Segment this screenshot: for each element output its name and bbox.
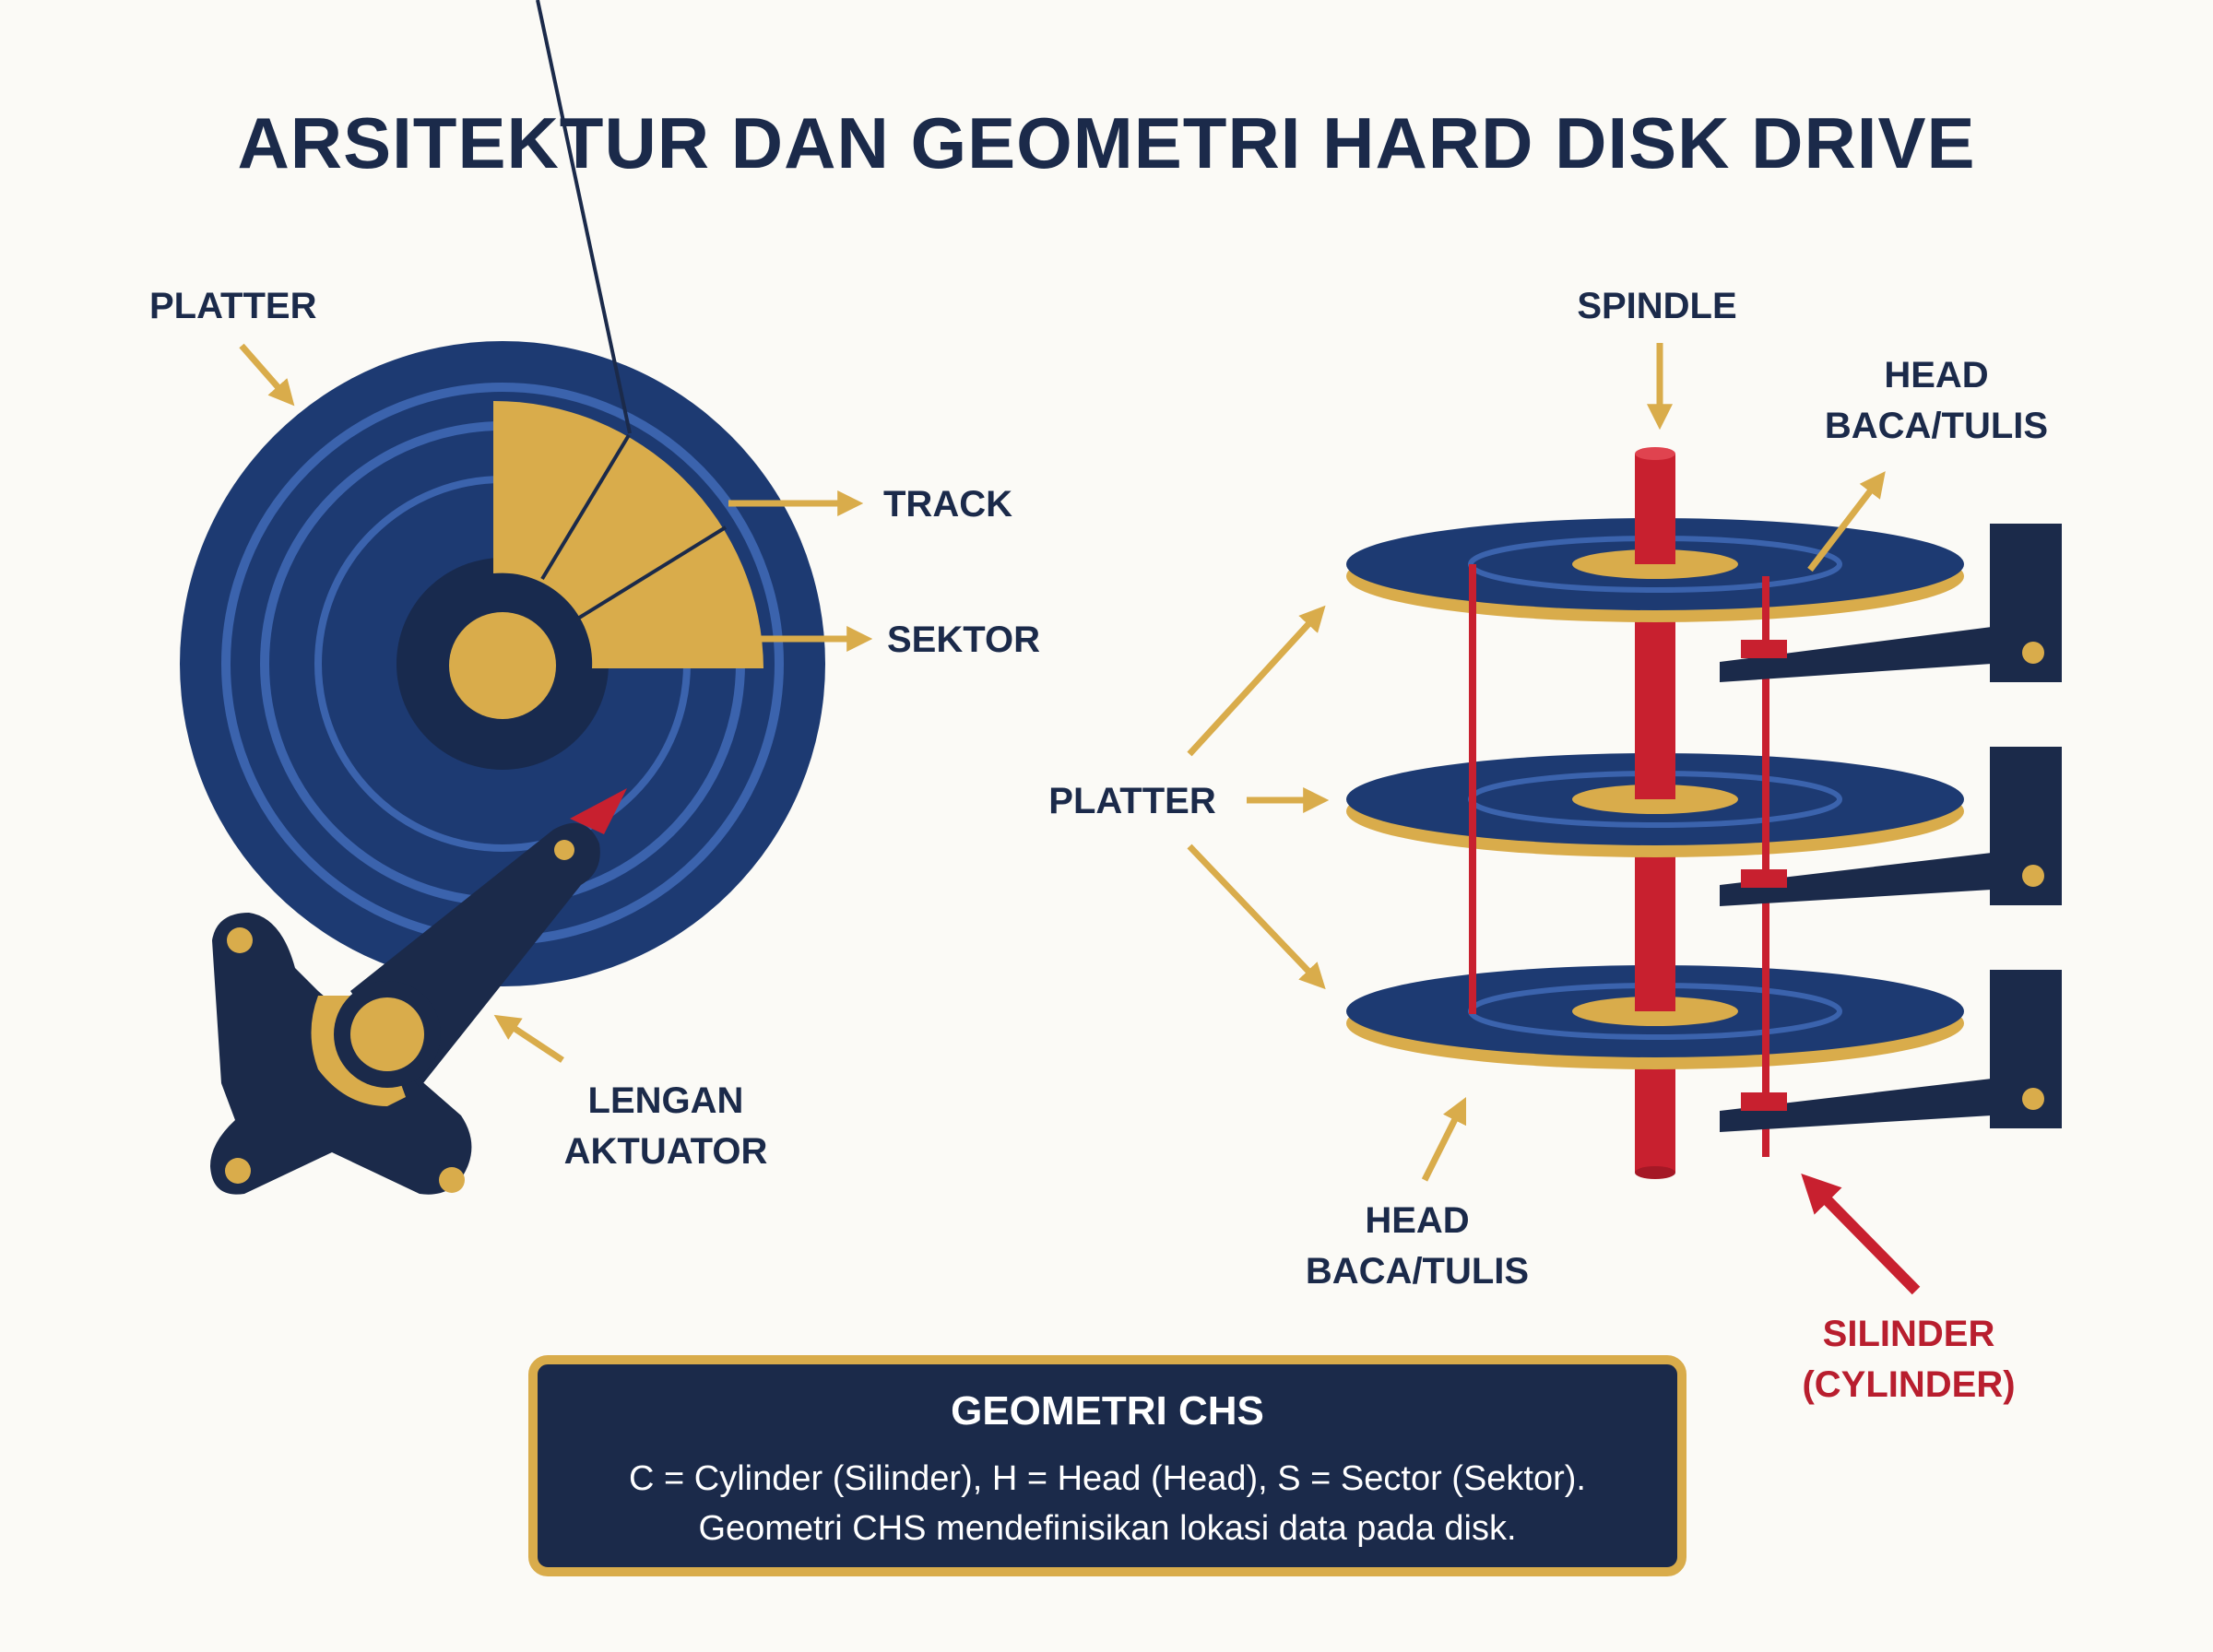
- arrow-head-bottom: [1421, 1096, 1467, 1182]
- actuator-bolt-top: [227, 927, 253, 953]
- actuator-bolt-right: [439, 1167, 465, 1193]
- chs-box-title: GEOMETRI CHS: [951, 1388, 1264, 1434]
- sector-divider-1: [536, 0, 632, 434]
- chs-box-line2: Geometri CHS mendefinisikan lokasi data …: [698, 1509, 1516, 1548]
- sector-divider-2: [574, 525, 728, 621]
- arrow-actuator: [493, 1014, 564, 1063]
- arm-joint: [554, 840, 574, 860]
- left-disk-diagram: PLATTER TRACK SEKTOR LENGAN AKTUATOR: [149, 0, 1040, 1195]
- label-head-bottom-line1: HEAD: [1365, 1200, 1469, 1241]
- label-track: TRACK: [883, 484, 1012, 525]
- chs-info-box: GEOMETRI CHS C = Cylinder (Silinder), H …: [528, 1355, 1686, 1576]
- label-head-top-line1: HEAD: [1884, 355, 1988, 395]
- label-actuator-line2: AKTUATOR: [564, 1131, 768, 1172]
- arrow-cylinder: [1801, 1174, 1921, 1295]
- label-sector: SEKTOR: [887, 620, 1040, 660]
- label-head-bottom-line2: BACA/TULIS: [1306, 1251, 1529, 1292]
- spindle-top: [1635, 447, 1675, 460]
- platter-3: [1346, 963, 1964, 1069]
- label-head-top-line2: BACA/TULIS: [1825, 406, 2048, 446]
- arrow-platter-3: [1187, 844, 1326, 990]
- head-arm-3: [1720, 970, 2062, 1132]
- label-cylinder-line1: SILINDER: [1823, 1314, 1995, 1354]
- read-write-head-tip: [570, 788, 627, 834]
- head-arm-2: [1720, 747, 2062, 906]
- arrow-platter: [239, 343, 295, 407]
- label-platter-right: PLATTER: [1048, 781, 1216, 821]
- arrow-head-top: [1807, 471, 1886, 572]
- label-spindle: SPINDLE: [1577, 286, 1736, 326]
- label-cylinder-line2: (CYLINDER): [1802, 1364, 2015, 1405]
- page-title: ARSITEKTUR DAN GEOMETRI HARD DISK DRIVE: [237, 102, 1975, 183]
- sector-divider-1b: [540, 433, 631, 581]
- head-arm-1: [1720, 524, 2062, 682]
- sector-wedge: [493, 400, 763, 668]
- disk-hub-center: [449, 612, 556, 719]
- right-stack-diagram: SPINDLE HEAD BACA/TULIS PLATTER HEAD BAC…: [1048, 286, 2062, 1405]
- actuator-pivot: [350, 997, 424, 1071]
- platter-2: [1346, 751, 1964, 857]
- spindle-bottom: [1635, 1166, 1675, 1179]
- platter-1: [1346, 516, 1964, 622]
- label-platter-left: PLATTER: [149, 286, 317, 326]
- chs-box-line1: C = Cylinder (Silinder), H = Head (Head)…: [629, 1459, 1586, 1498]
- label-actuator-line1: LENGAN: [588, 1080, 744, 1121]
- arrow-platter-1: [1187, 605, 1326, 757]
- actuator-bolt-left: [225, 1158, 251, 1184]
